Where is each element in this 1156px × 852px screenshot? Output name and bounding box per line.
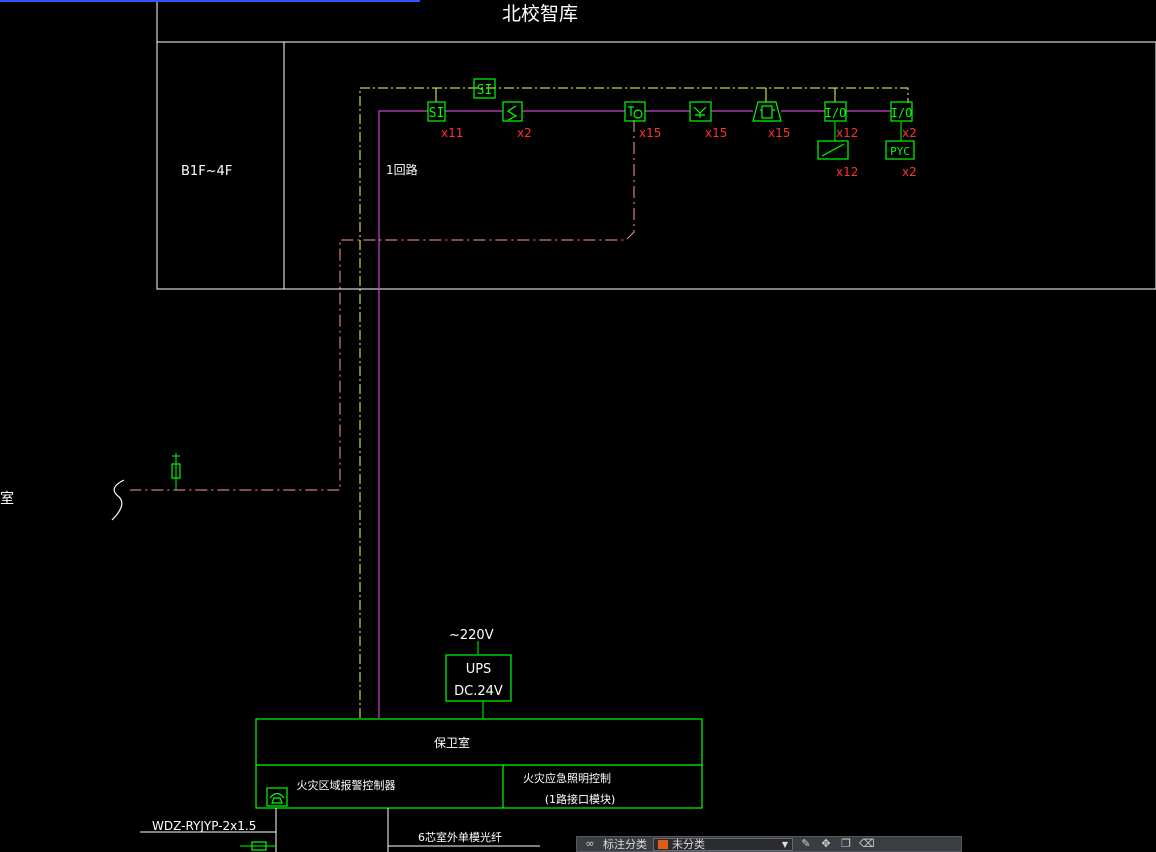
delete-icon[interactable]: ⌫ bbox=[859, 837, 875, 850]
inline-module-icon bbox=[171, 453, 181, 490]
cable-label: WDZ-RYJYP-2x1.5 bbox=[152, 819, 256, 833]
link-icon[interactable]: ∞ bbox=[585, 837, 595, 850]
io-module-2-icon[interactable]: I/O bbox=[890, 101, 913, 122]
heat-detector-count: x15 bbox=[705, 126, 727, 140]
damper-count: x12 bbox=[836, 165, 858, 179]
control-room-box[interactable] bbox=[255, 718, 703, 809]
category-select[interactable]: 未分类 ▼ bbox=[653, 837, 793, 851]
chevron-down-icon: ▼ bbox=[781, 839, 788, 849]
svg-text:SI: SI bbox=[477, 83, 493, 98]
copy-icon[interactable]: ❐ bbox=[841, 837, 851, 850]
svg-text:I/O: I/O bbox=[891, 106, 913, 120]
device-si-count: x11 bbox=[441, 126, 463, 140]
emergency-lighting-label: 火灾应急照明控制 bbox=[523, 771, 611, 785]
dash-dot-line bbox=[130, 120, 635, 491]
move-icon[interactable]: ✥ bbox=[821, 837, 831, 850]
floor-label: B1F~4F bbox=[181, 164, 232, 179]
svg-text:PYC: PYC bbox=[890, 145, 910, 158]
pyc-icon[interactable]: PYC bbox=[885, 140, 915, 160]
break-symbol bbox=[111, 479, 125, 521]
loop-label: 1回路 bbox=[386, 162, 418, 177]
drawing-title: 北校智库 bbox=[502, 3, 578, 25]
device-s-icon[interactable] bbox=[502, 101, 523, 122]
smoke-detector-count: x15 bbox=[639, 126, 661, 140]
floor-frame bbox=[156, 41, 1156, 290]
sounder-count: x15 bbox=[768, 126, 790, 140]
io-module-2-count: x2 bbox=[902, 126, 917, 140]
cable-connector-icon bbox=[240, 841, 276, 851]
damper-icon[interactable] bbox=[817, 140, 849, 160]
ups-box[interactable] bbox=[445, 654, 512, 702]
edit-icon[interactable]: ✎ bbox=[801, 837, 811, 850]
svg-text:I/O: I/O bbox=[825, 106, 847, 120]
ups-output: DC.24V bbox=[454, 684, 503, 699]
telephone-icon[interactable] bbox=[266, 787, 288, 807]
smoke-detector-icon[interactable] bbox=[624, 101, 646, 122]
interface-module-label: (1路接口模块) bbox=[545, 793, 616, 806]
sounder-icon[interactable] bbox=[752, 101, 782, 122]
device-si-icon[interactable]: SI bbox=[427, 101, 446, 122]
signal-loop-line bbox=[378, 110, 428, 718]
heat-detector-icon[interactable] bbox=[689, 101, 712, 122]
device-s-count: x2 bbox=[517, 126, 532, 140]
io-module-1-count: x12 bbox=[836, 126, 858, 140]
control-room-name: 保卫室 bbox=[434, 735, 470, 750]
ups-supply-label: ~220V bbox=[449, 628, 494, 643]
left-cut-text: 室 bbox=[0, 490, 14, 507]
ups-name: UPS bbox=[466, 662, 492, 677]
fiber-label: 6芯室外单模光纤 bbox=[418, 830, 502, 844]
pyc-count: x2 bbox=[902, 165, 917, 179]
power-bus-line bbox=[359, 87, 909, 718]
io-module-1-icon[interactable]: I/O bbox=[824, 101, 847, 122]
annotation-toolbar: ∞ 标注分类 未分类 ▼ ✎ ✥ ❐ ⌫ bbox=[576, 836, 962, 852]
top-si-module-icon[interactable]: SI bbox=[473, 78, 496, 99]
svg-text:SI: SI bbox=[429, 106, 445, 121]
category-color-swatch bbox=[658, 839, 668, 849]
category-selected-value: 未分类 bbox=[672, 838, 705, 851]
toolbar-label: 标注分类 bbox=[603, 838, 647, 851]
fire-alarm-controller-label: 火灾区域报警控制器 bbox=[297, 778, 396, 792]
